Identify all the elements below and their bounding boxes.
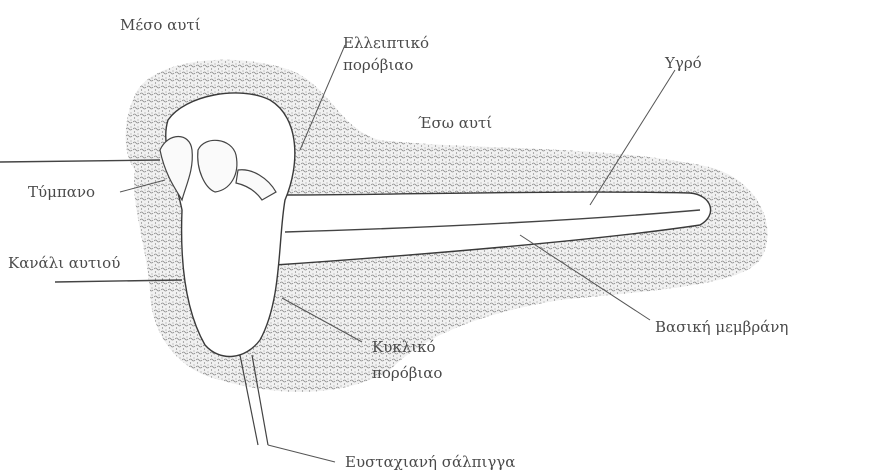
label-cochlear-duct-line2: πορόβιαο [372, 364, 442, 382]
label-eustachian-tube: Ευσταχιανή σάλπιγγα [345, 453, 515, 471]
label-fluid: Υγρό [664, 54, 702, 72]
label-vestibular-duct-line2: πορόβιαο [343, 56, 413, 74]
label-eardrum: Τύμπανο [28, 183, 95, 201]
label-middle-ear: Μέσο αυτί [120, 16, 201, 34]
label-vestibular-duct-line1: Ελλειπτικό [343, 34, 429, 52]
label-inner-ear: Έσω αυτί [418, 114, 492, 132]
label-cochlear-duct-line1: Κυκλικό [372, 338, 436, 356]
label-ear-canal: Κανάλι αυτιού [8, 254, 120, 272]
leader-eustachian [268, 445, 335, 462]
label-basilar-membrane: Βασική μεμβράνη [655, 318, 788, 336]
label-vestibular-duct: Ελλειπτικό πορόβιαο [343, 34, 434, 74]
